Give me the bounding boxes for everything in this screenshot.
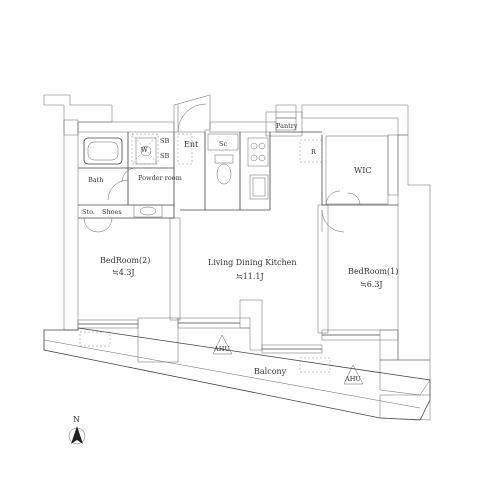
storage-label: Sto. xyxy=(82,208,95,216)
toilet xyxy=(214,154,234,185)
entrance-storage xyxy=(177,133,239,165)
kitchen-cooktop xyxy=(247,137,269,167)
pantry-label: Pantry xyxy=(276,122,298,130)
powder-room-label: Powder room xyxy=(138,174,182,182)
compass-north-label: N xyxy=(73,415,80,424)
bedroom2-area: ≒4.3J xyxy=(112,268,135,277)
kitchen-sink xyxy=(249,174,269,200)
refrigerator-label: R xyxy=(311,148,317,156)
bathtub xyxy=(83,137,123,165)
vent-left-label: AHU xyxy=(213,345,230,353)
windows xyxy=(78,322,380,350)
bedroom1-name: BedRoom(1) xyxy=(348,267,398,276)
bedroom1-area: ≒6.3J xyxy=(360,280,383,289)
wic-area xyxy=(325,135,389,205)
doors xyxy=(83,103,361,233)
washing-machine-box xyxy=(131,133,159,165)
north-compass: N xyxy=(68,415,86,445)
shoe-cabinet-label: Sc xyxy=(219,140,227,148)
ldk-name: Living Dining Kitchen xyxy=(208,258,297,267)
shoes-label: Shoes xyxy=(102,208,122,216)
washer-label: W xyxy=(141,146,148,154)
bath-label: Bath xyxy=(88,176,103,184)
sb-label-top: SB xyxy=(160,137,169,145)
vent-left: AHU xyxy=(212,334,233,355)
vent-right-label: AHU xyxy=(344,375,361,383)
balcony xyxy=(43,327,431,421)
balcony-label: Balcony xyxy=(254,367,287,376)
entrance-label: Ent xyxy=(184,140,199,149)
wic-label: WIC xyxy=(354,166,372,175)
refrigerator-space xyxy=(299,139,323,163)
powder-room-sink xyxy=(133,204,163,218)
ldk-area: ≒11.1J xyxy=(236,272,264,281)
bedroom2-name: BedRoom(2) xyxy=(100,256,150,265)
exterior-walls xyxy=(43,94,431,396)
vent-right: AHU xyxy=(343,364,364,385)
sb-label-bottom: SB xyxy=(160,152,169,160)
